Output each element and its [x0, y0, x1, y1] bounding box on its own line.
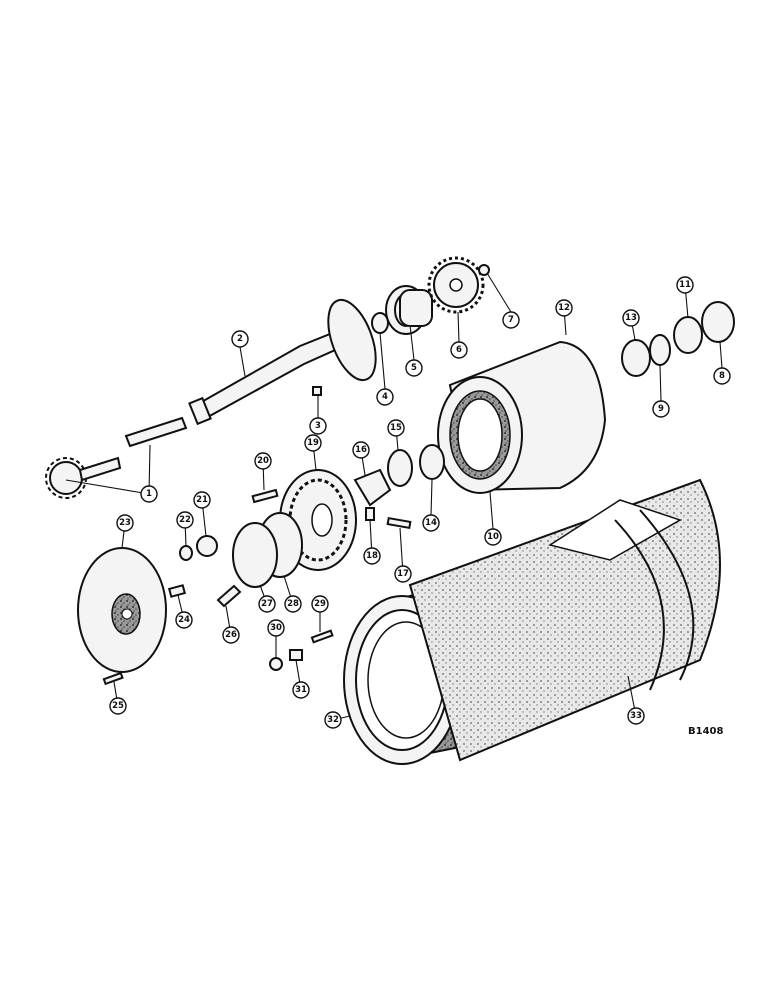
svg-text:9: 9 [658, 404, 664, 414]
svg-text:27: 27 [261, 599, 273, 609]
callout-28: 28 [284, 595, 302, 613]
svg-text:8: 8 [719, 371, 725, 381]
svg-text:20: 20 [257, 456, 269, 466]
svg-text:1: 1 [146, 489, 152, 499]
svg-text:29: 29 [314, 599, 326, 609]
bolt-20-part [251, 488, 279, 504]
carrier-16-part [353, 468, 392, 507]
callouts: 1 2 3 4 5 6 7 8 9 10 11 12 13 14 15 16 1… [109, 276, 731, 729]
callout-14: 14 [422, 514, 440, 532]
callout-9: 9 [652, 400, 670, 418]
svg-text:10: 10 [487, 532, 499, 542]
bushing-5-part [385, 285, 433, 335]
callout-31: 31 [292, 681, 310, 699]
svg-text:31: 31 [295, 685, 307, 695]
svg-text:28: 28 [287, 599, 299, 609]
gear-21-part [196, 535, 218, 557]
callout-8: 8 [713, 367, 731, 385]
svg-text:32: 32 [327, 715, 339, 725]
callout-29: 29 [311, 595, 329, 613]
callout-1: 1 [140, 485, 158, 503]
callout-33: 33 [627, 707, 645, 725]
svg-text:24: 24 [178, 615, 190, 625]
callout-25: 25 [109, 697, 127, 715]
pinion-gear-part [45, 456, 122, 499]
callout-12: 12 [555, 299, 573, 317]
cup-14-part [419, 444, 445, 480]
lock-18-part [365, 507, 375, 521]
callout-15: 15 [387, 419, 405, 437]
svg-text:12: 12 [558, 303, 570, 313]
bearing-15-part [387, 449, 413, 487]
clip-26-part [216, 584, 242, 608]
callout-6: 6 [450, 341, 468, 359]
callout-24: 24 [175, 611, 193, 629]
spacer-30-part [269, 657, 283, 671]
svg-text:3: 3 [315, 421, 321, 431]
cone-9-part [649, 334, 671, 366]
callout-5: 5 [405, 359, 423, 377]
gear-6-part [427, 256, 485, 314]
svg-text:2: 2 [237, 334, 243, 344]
svg-text:5: 5 [411, 363, 417, 373]
svg-text:6: 6 [456, 345, 462, 355]
svg-text:17: 17 [397, 569, 409, 579]
callout-7: 7 [502, 311, 520, 329]
svg-text:21: 21 [196, 495, 208, 505]
callout-21: 21 [193, 491, 211, 509]
parts-artwork [45, 256, 735, 765]
shaft-pin-part [124, 416, 188, 448]
callout-2: 2 [231, 330, 249, 348]
figure-code: B1408 [688, 726, 723, 737]
bolt-25-part [102, 671, 124, 686]
callout-3: 3 [309, 417, 327, 435]
svg-text:23: 23 [119, 518, 131, 528]
callout-18: 18 [363, 547, 381, 565]
callout-17: 17 [394, 565, 412, 583]
svg-text:26: 26 [225, 630, 237, 640]
callout-26: 26 [222, 626, 240, 644]
callout-27: 27 [258, 595, 276, 613]
callout-19: 19 [304, 434, 322, 452]
callout-32: 32 [324, 711, 342, 729]
svg-text:19: 19 [307, 438, 319, 448]
block-31-part [289, 649, 303, 661]
callout-16: 16 [352, 441, 370, 459]
callout-30: 30 [267, 619, 285, 637]
callout-22: 22 [176, 511, 194, 529]
svg-text:4: 4 [382, 392, 388, 402]
callout-4: 4 [376, 388, 394, 406]
callout-23: 23 [116, 514, 134, 532]
axle-shaft-part [188, 298, 377, 426]
pin-29-part [310, 629, 334, 644]
drum-33-part [408, 478, 721, 762]
hub-plate-23-part [77, 547, 167, 673]
ring-8-part [701, 301, 735, 343]
svg-text:16: 16 [355, 445, 367, 455]
ring-11-part [673, 316, 703, 354]
callout-11: 11 [676, 276, 694, 294]
callout-10: 10 [484, 528, 502, 546]
pin-3-part [312, 386, 322, 396]
svg-text:18: 18 [366, 551, 378, 561]
callout-20: 20 [254, 452, 272, 470]
callout-13: 13 [622, 309, 640, 327]
svg-text:7: 7 [508, 315, 514, 325]
bolt-17-part [386, 516, 412, 530]
svg-text:33: 33 [630, 711, 642, 721]
washer-22-part [179, 545, 193, 561]
cup-13-part [621, 339, 651, 377]
svg-text:11: 11 [679, 280, 691, 290]
svg-text:15: 15 [390, 423, 402, 433]
plate-27-part [232, 522, 278, 588]
snap-ring-7-part [478, 264, 490, 276]
housing-part [437, 340, 607, 494]
pin-24-part [167, 584, 187, 598]
svg-text:22: 22 [179, 515, 191, 525]
svg-text:25: 25 [112, 701, 124, 711]
svg-text:14: 14 [425, 518, 437, 528]
svg-text:13: 13 [625, 313, 637, 323]
svg-text:30: 30 [270, 623, 282, 633]
